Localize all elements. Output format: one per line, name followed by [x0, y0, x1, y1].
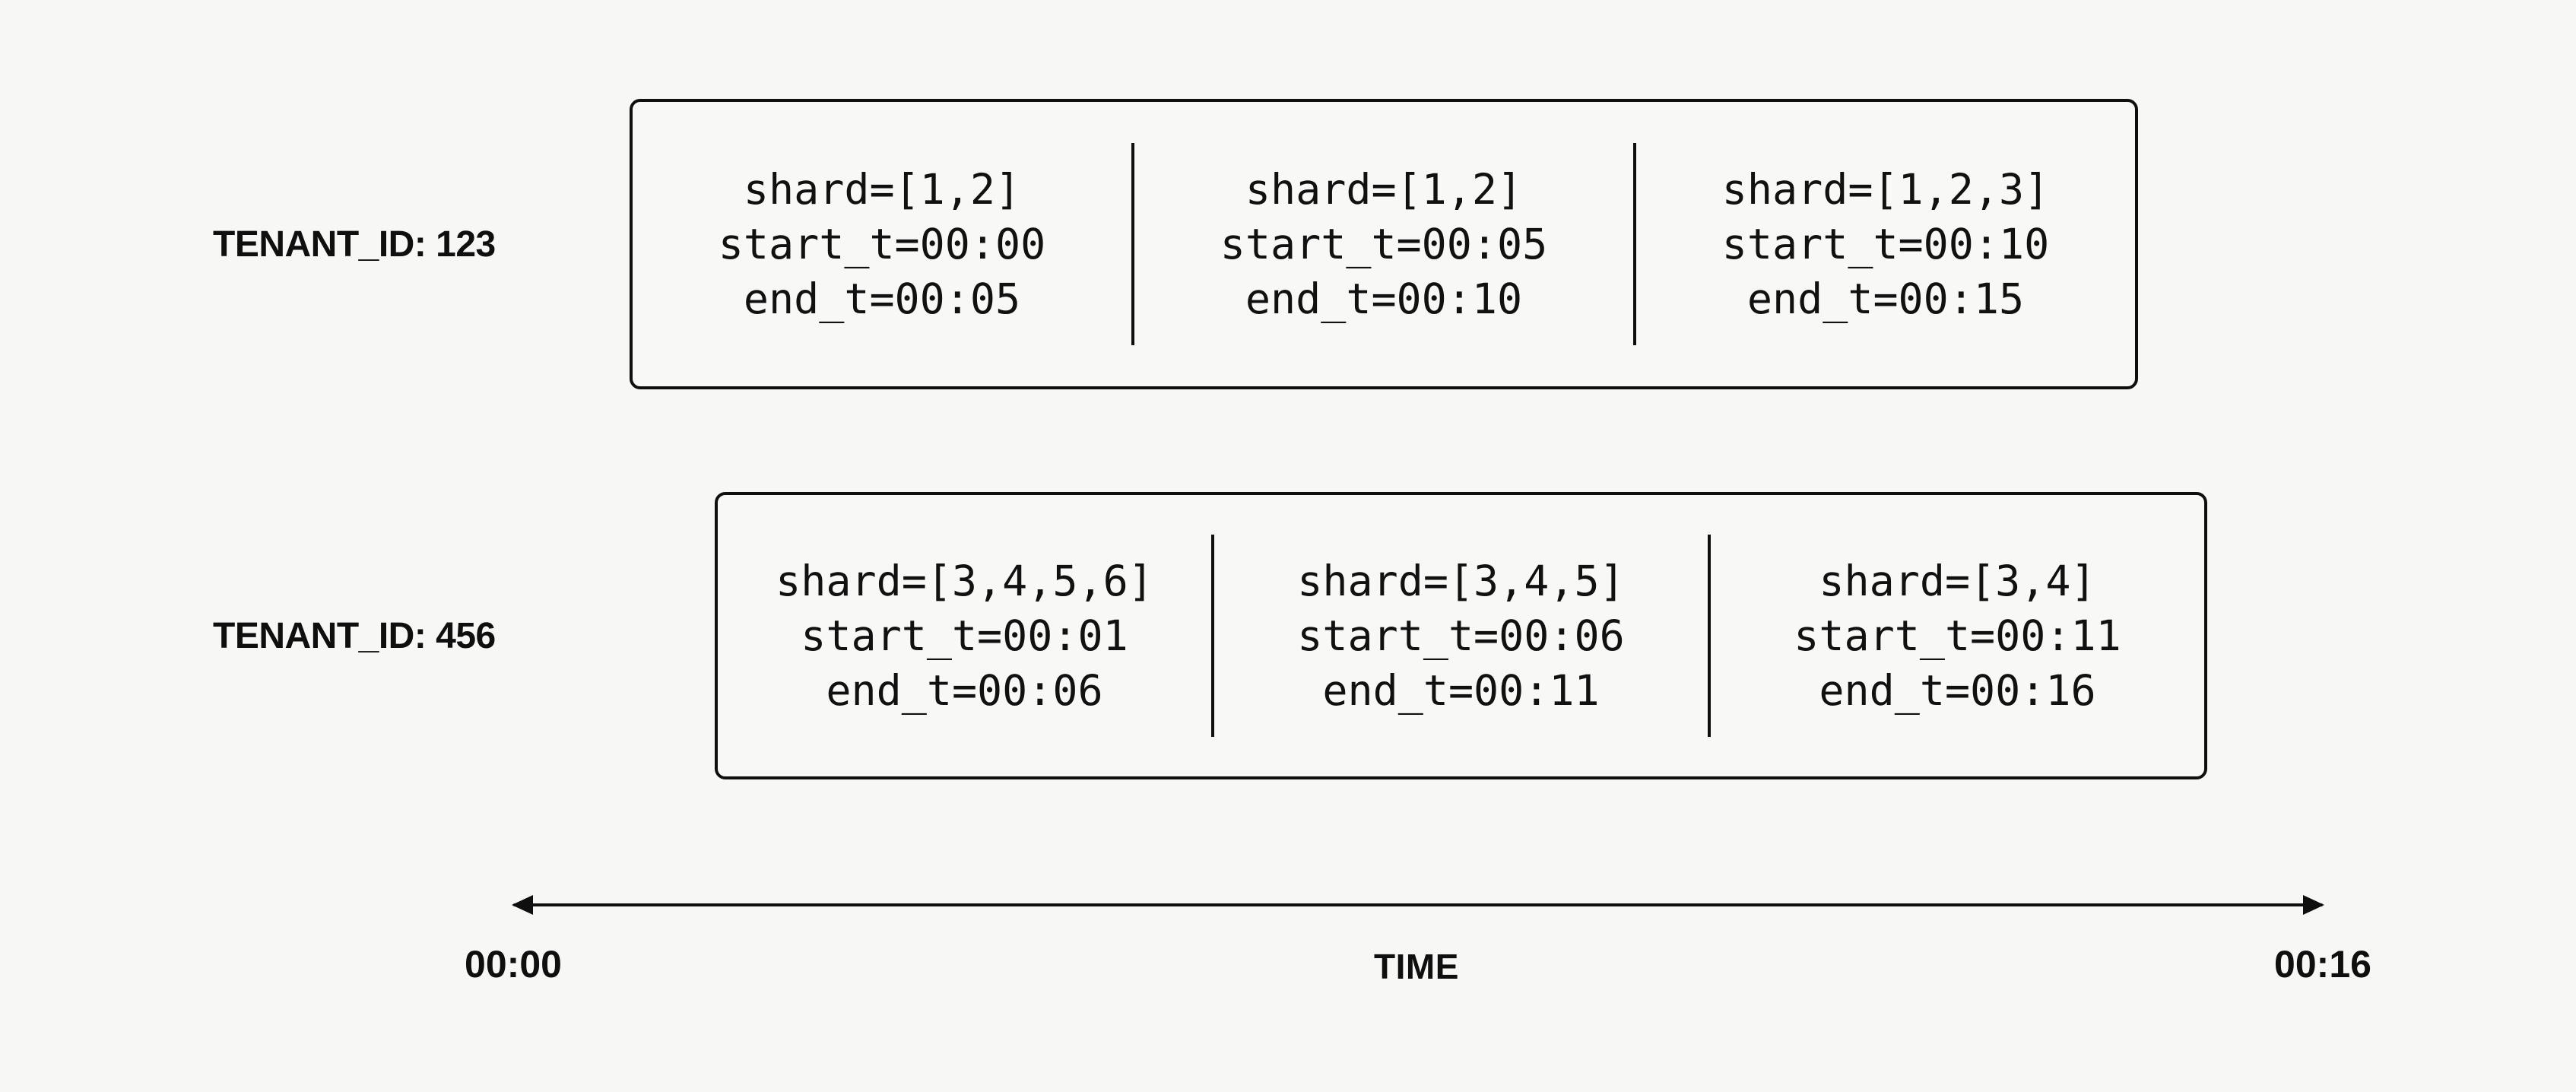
segment-start-time: start_t=00:01	[801, 611, 1128, 660]
tenant-123-timeline-box: shard=[1,2] start_t=00:00 end_t=00:05 sh…	[630, 99, 2138, 389]
axis-end-time-label: 00:16	[2274, 943, 2371, 986]
segment-end-time: end_t=00:11	[1322, 666, 1600, 715]
segment-divider	[1708, 535, 1711, 737]
segment-end-time: end_t=00:16	[1819, 666, 2096, 715]
segment-shard-value: shard=[1,2]	[1245, 165, 1523, 214]
segment-start-time: start_t=00:05	[1220, 220, 1548, 268]
segment-start-time: start_t=00:06	[1297, 611, 1625, 660]
tenant-123-segment-2: shard=[1,2] start_t=00:05 end_t=00:10	[1134, 102, 1633, 386]
tenant-456-label: TENANT_ID: 456	[213, 615, 496, 656]
segment-start-time: start_t=00:10	[1721, 220, 2050, 268]
segment-start-time: start_t=00:11	[1794, 611, 2121, 660]
tenant-123-segment-1: shard=[1,2] start_t=00:00 end_t=00:05	[633, 102, 1131, 386]
segment-shard-value: shard=[3,4,5]	[1297, 557, 1625, 605]
segment-end-time: end_t=00:06	[826, 666, 1103, 715]
segment-end-time: end_t=00:15	[1746, 275, 2025, 323]
segment-end-time: end_t=00:10	[1245, 275, 1523, 323]
tenant-456-segment-1: shard=[3,4,5,6] start_t=00:01 end_t=00:0…	[718, 495, 1211, 776]
axis-start-time-label: 00:00	[465, 943, 562, 986]
tenant-456-segment-2: shard=[3,4,5] start_t=00:06 end_t=00:11	[1214, 495, 1708, 776]
tenant-456-timeline-box: shard=[3,4,5,6] start_t=00:01 end_t=00:0…	[715, 492, 2207, 779]
axis-title: TIME	[1374, 947, 1459, 986]
segment-shard-value: shard=[1,2]	[743, 165, 1021, 214]
segment-end-time: end_t=00:05	[743, 275, 1021, 323]
axis-right-arrowhead-icon	[2303, 895, 2324, 915]
segment-divider	[1131, 143, 1134, 345]
segment-start-time: start_t=00:00	[718, 220, 1046, 268]
time-axis-line	[513, 903, 2323, 906]
tenant-456-segment-3: shard=[3,4] start_t=00:11 end_t=00:16	[1711, 495, 2204, 776]
tenant-123-label: TENANT_ID: 123	[213, 224, 496, 265]
segment-divider	[1633, 143, 1636, 345]
segment-divider	[1211, 535, 1214, 737]
tenant-123-segment-3: shard=[1,2,3] start_t=00:10 end_t=00:15	[1636, 102, 2135, 386]
segment-shard-value: shard=[1,2,3]	[1721, 165, 2050, 214]
segment-shard-value: shard=[3,4,5,6]	[776, 557, 1153, 605]
segment-shard-value: shard=[3,4]	[1819, 557, 2096, 605]
axis-left-arrowhead-icon	[512, 895, 533, 915]
